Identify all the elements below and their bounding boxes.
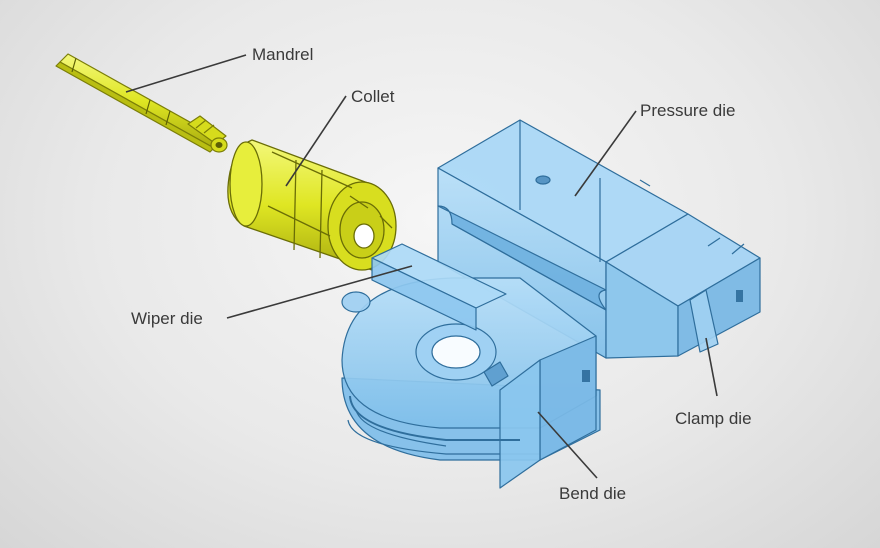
clamp-die-label: Clamp die <box>675 409 752 428</box>
mandrel-leader <box>125 54 247 93</box>
collet-part <box>227 139 397 271</box>
collet-label: Collet <box>351 87 395 106</box>
wiper-die-part <box>341 243 507 331</box>
wiper-die-leader <box>226 265 413 319</box>
mandrel-label: Mandrel <box>252 45 314 64</box>
bend-die-part <box>341 277 601 489</box>
pressure-die-part <box>437 119 761 359</box>
collet-leader <box>285 95 347 187</box>
pressure-die-label: Pressure die <box>640 101 736 120</box>
pressure-die-leader <box>574 110 637 197</box>
bend-die-label: Bend die <box>559 484 627 503</box>
wiper-die-label: Wiper die <box>131 309 203 328</box>
bend-die-leader <box>537 411 598 479</box>
mandrel-part <box>55 53 228 153</box>
leader-lines <box>125 54 718 479</box>
clamp-die-leader <box>705 337 718 397</box>
